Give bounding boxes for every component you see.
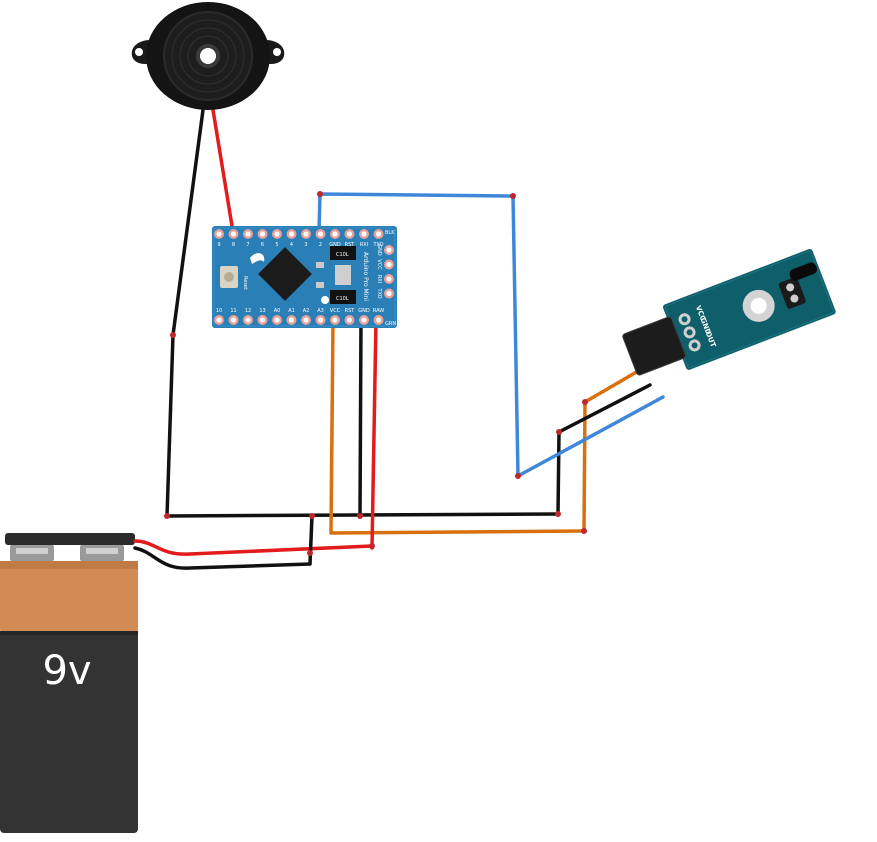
bottom-pad-hole [274, 317, 280, 323]
wire-arduino-raw [370, 318, 378, 550]
bottom-pin-label: A0 [274, 308, 281, 314]
right-pin-label: RXI [376, 275, 382, 283]
bottom-pad-hole [361, 317, 367, 323]
piezo-buzzer-icon [131, 2, 285, 110]
battery-top-band [0, 561, 138, 633]
bottom-pin-label: 10 [216, 308, 222, 314]
arduino-board-name: Arduino Pro Mini [362, 252, 369, 301]
wire-joints [164, 191, 588, 556]
reset-label: Reset [242, 276, 248, 290]
top-pad-hole [288, 231, 295, 237]
bottom-pin-label: A2 [303, 308, 310, 314]
right-pad-hole [386, 247, 392, 253]
wire-sensor-gnd [556, 383, 652, 516]
wire-battery-negative [133, 514, 314, 570]
bottom-pad-hole [288, 317, 295, 323]
top-pad-hole [317, 231, 324, 237]
bottom-pin-label: 11 [230, 308, 236, 314]
wires [133, 108, 665, 570]
sensor-pad-hole [691, 342, 698, 349]
bottom-pin-label: RAW [373, 308, 384, 314]
right-pin-label: TXO [376, 287, 382, 298]
bottom-pin-label: GND [358, 308, 370, 314]
bottom-pad-hole [375, 317, 382, 323]
sensor-pad-hole [681, 316, 688, 323]
top-pad-hole [230, 231, 237, 237]
top-pad-hole [303, 231, 309, 237]
bottom-pin-label: VCC [330, 308, 341, 314]
bottom-pin-label: A1 [288, 308, 295, 314]
right-pad-hole [386, 290, 392, 297]
top-pin-label: 7 [246, 242, 249, 248]
top-pin-label: 8 [232, 242, 235, 248]
arduino-corner-bottom-label: GRN [385, 321, 396, 327]
regulator-top-label: C10L [336, 252, 349, 258]
sensor-pad-hole [686, 329, 693, 336]
right-pad-hole [386, 261, 392, 268]
right-pin-label: VCC [376, 259, 382, 270]
arduino-pro-mini: Reset C10L C10L Arduino Pro Mini 9 8 7 6 5 4 3… [212, 226, 397, 328]
bottom-pin-label: 12 [245, 308, 251, 314]
bottom-pin-label: RST [345, 308, 356, 314]
wire-battery-positive [133, 539, 374, 556]
sensor-header [622, 316, 686, 375]
arduino-regulator-top [330, 246, 356, 260]
top-pad-hole [361, 231, 367, 237]
top-pad-hole [274, 231, 280, 237]
top-pad-hole [259, 231, 266, 237]
bottom-pad-hole [245, 317, 251, 323]
wire-buzzer-gnd [165, 108, 205, 518]
bottom-pad-hole [230, 317, 237, 323]
battery-body [0, 631, 138, 833]
arduino-regulator-bottom [330, 290, 356, 304]
wire-buzzer-signal [211, 108, 235, 234]
top-pad-hole [245, 231, 251, 237]
top-pin-label: 3 [304, 242, 307, 248]
arduino-right-header: GND VCC RXI TXO [376, 244, 394, 299]
battery-label: 9v [42, 648, 91, 694]
top-pad-hole [375, 231, 382, 237]
wire-arduino-gnd [358, 318, 363, 518]
bottom-pad-hole [216, 317, 222, 323]
bottom-pad-hole [346, 317, 353, 323]
arduino-top-header: 9 8 7 6 5 4 3 2 GND RST RXI TXO [214, 229, 384, 248]
top-pin-label: 4 [290, 242, 293, 248]
top-pin-label: RXI [360, 242, 368, 248]
arduino-corner-top-label: BLK [385, 230, 395, 236]
bottom-pad-hole [303, 317, 309, 323]
sparkfun-logo-icon [250, 253, 265, 264]
bottom-pad-hole [332, 317, 338, 323]
top-pad-hole [346, 231, 353, 237]
battery-9v: 9v [0, 533, 138, 833]
top-pin-label: 9 [217, 242, 220, 248]
top-pad-hole [332, 231, 338, 237]
top-pin-label: 5 [275, 242, 278, 248]
regulator-bottom-label: C10L [336, 296, 349, 302]
top-pad-hole [216, 231, 222, 237]
top-pin-label: GND [329, 242, 341, 248]
battery-terminal-cap [5, 533, 135, 545]
top-pin-label: 2 [319, 242, 322, 248]
bottom-pad-hole [259, 317, 266, 323]
arduino-mcu-chip [258, 247, 312, 301]
top-pin-label: 6 [261, 242, 264, 248]
bottom-pin-label: A3 [317, 308, 324, 314]
top-pin-label: RST [345, 242, 356, 248]
top-pin-label: TXO [372, 242, 383, 248]
bottom-pin-label: 13 [259, 308, 265, 314]
bottom-pad-hole [317, 317, 324, 323]
wire-arduino-vcc [329, 318, 586, 535]
right-pad-hole [386, 276, 392, 282]
right-pin-label: GND [376, 244, 382, 256]
